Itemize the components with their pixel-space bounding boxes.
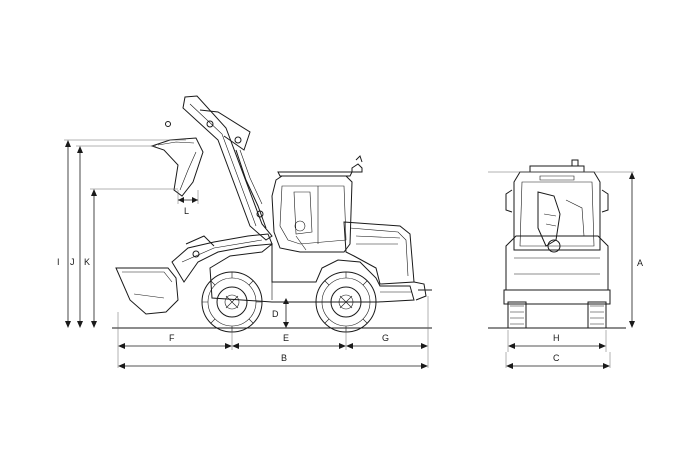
dimension-L: L — [177, 190, 199, 216]
dimension-J: J — [70, 145, 156, 328]
right-mirror — [601, 189, 609, 213]
dimension-D: D — [272, 298, 289, 328]
chassis — [209, 242, 432, 303]
cab — [271, 155, 363, 253]
label-K: K — [84, 257, 90, 267]
rear-wheel — [315, 271, 377, 333]
label-H: H — [553, 333, 560, 343]
front-cab-frame — [513, 171, 601, 251]
label-L: L — [184, 206, 189, 216]
side-view-loader — [112, 95, 432, 333]
label-A: A — [637, 258, 643, 268]
horizontal-extension-lines — [117, 296, 429, 368]
label-I: I — [57, 257, 60, 267]
label-F: F — [169, 333, 175, 343]
dimension-C: C — [505, 352, 611, 369]
label-B: B — [281, 353, 287, 363]
label-E: E — [283, 333, 289, 343]
front-bucket — [503, 289, 611, 305]
label-D: D — [272, 309, 279, 319]
label-J: J — [70, 257, 75, 267]
left-mirror — [505, 189, 513, 213]
dimension-A: A — [488, 171, 643, 328]
dimension-H: H — [507, 330, 607, 352]
raised-bucket — [150, 121, 204, 197]
dimension-K: K — [84, 188, 178, 328]
front-wheel — [201, 271, 263, 333]
dimension-E: E — [232, 333, 346, 349]
dimension-F: F — [118, 333, 232, 349]
label-G: G — [382, 333, 389, 343]
lowered-bucket — [115, 267, 179, 315]
front-view-loader — [488, 159, 626, 329]
front-body — [505, 235, 609, 291]
dimension-B: B — [118, 353, 428, 369]
label-C: C — [553, 353, 560, 363]
raised-boom — [182, 95, 273, 241]
dimension-I: I — [57, 139, 186, 328]
lowered-boom — [171, 233, 273, 283]
engine-hood — [343, 221, 415, 285]
dimension-G: G — [346, 333, 428, 349]
